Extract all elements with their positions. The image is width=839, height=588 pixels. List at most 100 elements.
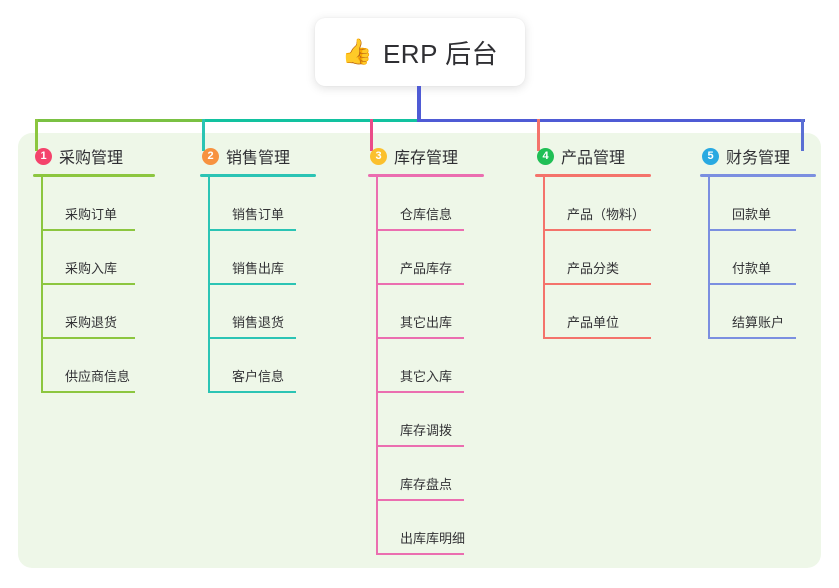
branch-item-rule (545, 283, 651, 285)
branch-header-rule (33, 174, 155, 177)
branch-item[interactable]: 其它入库 (376, 339, 484, 393)
branch-item-rule (710, 337, 796, 339)
branch-item-label: 产品分类 (567, 261, 620, 276)
thumbs-up-icon: 👍 (341, 37, 373, 66)
root-node-title: ERP 后台 (382, 38, 499, 69)
branch-item-label: 仓库信息 (400, 207, 453, 222)
branch-item-rule (710, 283, 796, 285)
branch-item-label: 供应商信息 (65, 369, 131, 384)
branch-number-badge: 2 (202, 147, 219, 165)
branch-item[interactable]: 产品单位 (543, 285, 651, 339)
branch-title: 销售管理 (226, 150, 291, 167)
branch-number-badge: 4 (537, 147, 554, 165)
branch-item-label: 库存盘点 (400, 477, 453, 492)
branch-item[interactable]: 产品（物料） (543, 177, 651, 231)
branch-item-rule (210, 391, 296, 393)
branch-item-label: 出库库明细 (400, 531, 466, 546)
branch-item-rule (378, 499, 464, 501)
branch-title: 采购管理 (59, 150, 124, 167)
branch-item[interactable]: 采购入库 (41, 231, 155, 285)
branch-header-rule (200, 174, 316, 177)
branch-item-list: 采购订单采购入库采购退货供应商信息 (41, 177, 155, 393)
branch-number-badge: 5 (702, 147, 719, 165)
branch-item[interactable]: 仓库信息 (376, 177, 484, 231)
branch-item-list: 回款单付款单结算账户 (708, 177, 816, 339)
branch-item-label: 采购入库 (65, 261, 118, 276)
branch-item[interactable]: 其它出库 (376, 285, 484, 339)
branch-drop-line-1 (35, 119, 38, 151)
bus-segment-green (36, 119, 203, 122)
branch-item-rule (210, 283, 296, 285)
branch-header-rule (535, 174, 651, 177)
branch-item-rule (378, 553, 464, 555)
branch-item[interactable]: 销售出库 (208, 231, 316, 285)
branch-number-badge: 3 (370, 147, 387, 165)
branch-item[interactable]: 产品分类 (543, 231, 651, 285)
branch-item[interactable]: 付款单 (708, 231, 816, 285)
branch-item-rule (378, 283, 464, 285)
branch-item-label: 销售订单 (232, 207, 285, 222)
branch-item-list: 仓库信息产品库存其它出库其它入库库存调拨库存盘点出库库明细 (376, 177, 484, 555)
content-panel (18, 133, 821, 568)
branch-item[interactable]: 客户信息 (208, 339, 316, 393)
branch-number-badge: 1 (35, 147, 52, 165)
branch-header-rule (700, 174, 816, 177)
branch-item[interactable]: 供应商信息 (41, 339, 155, 393)
branch-column-1: 1 采购管理采购订单采购入库采购退货供应商信息 (33, 143, 155, 393)
root-node[interactable]: 👍 ERP 后台 (315, 18, 525, 86)
branch-item-rule (378, 337, 464, 339)
branch-item-rule (545, 337, 651, 339)
branch-item[interactable]: 采购退货 (41, 285, 155, 339)
branch-item[interactable]: 库存盘点 (376, 447, 484, 501)
branch-item-label: 采购退货 (65, 315, 118, 330)
branch-item-label: 产品单位 (567, 315, 620, 330)
branch-item-label: 结算账户 (732, 315, 785, 330)
branch-item-label: 销售出库 (232, 261, 285, 276)
branch-item-label: 产品（物料） (567, 207, 646, 222)
branch-item[interactable]: 库存调拨 (376, 393, 484, 447)
branch-item[interactable]: 结算账户 (708, 285, 816, 339)
branch-header-2[interactable]: 2 销售管理 (200, 143, 316, 169)
branch-item[interactable]: 产品库存 (376, 231, 484, 285)
branch-title: 库存管理 (394, 150, 459, 167)
branch-item-label: 客户信息 (232, 369, 285, 384)
branch-item-rule (710, 229, 796, 231)
branch-item[interactable]: 销售订单 (208, 177, 316, 231)
branch-item-rule (545, 229, 651, 231)
branch-item-rule (378, 445, 464, 447)
branch-item[interactable]: 出库库明细 (376, 501, 484, 555)
branch-item[interactable]: 回款单 (708, 177, 816, 231)
branch-drop-line-5 (801, 119, 804, 151)
branch-item-label: 回款单 (732, 207, 772, 222)
branch-item-label: 产品库存 (400, 261, 453, 276)
branch-item-rule (210, 229, 296, 231)
branch-item-label: 库存调拨 (400, 423, 453, 438)
branch-item-rule (378, 391, 464, 393)
branch-item-rule (43, 283, 135, 285)
branch-item-rule (210, 337, 296, 339)
branch-column-2: 2 销售管理销售订单销售出库销售退货客户信息 (200, 143, 316, 393)
branch-header-rule (368, 174, 484, 177)
bus-segment-blue (417, 119, 805, 122)
branch-drop-line-2 (202, 119, 205, 151)
branch-item-list: 销售订单销售出库销售退货客户信息 (208, 177, 316, 393)
branch-column-3: 3 库存管理仓库信息产品库存其它出库其它入库库存调拨库存盘点出库库明细 (368, 143, 484, 555)
branch-item-label: 其它入库 (400, 369, 453, 384)
branch-item-label: 付款单 (732, 261, 772, 276)
branch-item-list: 产品（物料） 产品分类产品单位 (543, 177, 651, 339)
branch-item[interactable]: 销售退货 (208, 285, 316, 339)
branch-item-label: 其它出库 (400, 315, 453, 330)
branch-item-label: 销售退货 (232, 315, 285, 330)
branch-header-3[interactable]: 3 库存管理 (368, 143, 484, 169)
branch-drop-line-3 (370, 119, 373, 151)
branch-item-rule (378, 229, 464, 231)
branch-header-1[interactable]: 1 采购管理 (33, 143, 155, 169)
root-trunk-line (417, 86, 421, 122)
branch-item-rule (43, 337, 135, 339)
branch-item[interactable]: 采购订单 (41, 177, 155, 231)
